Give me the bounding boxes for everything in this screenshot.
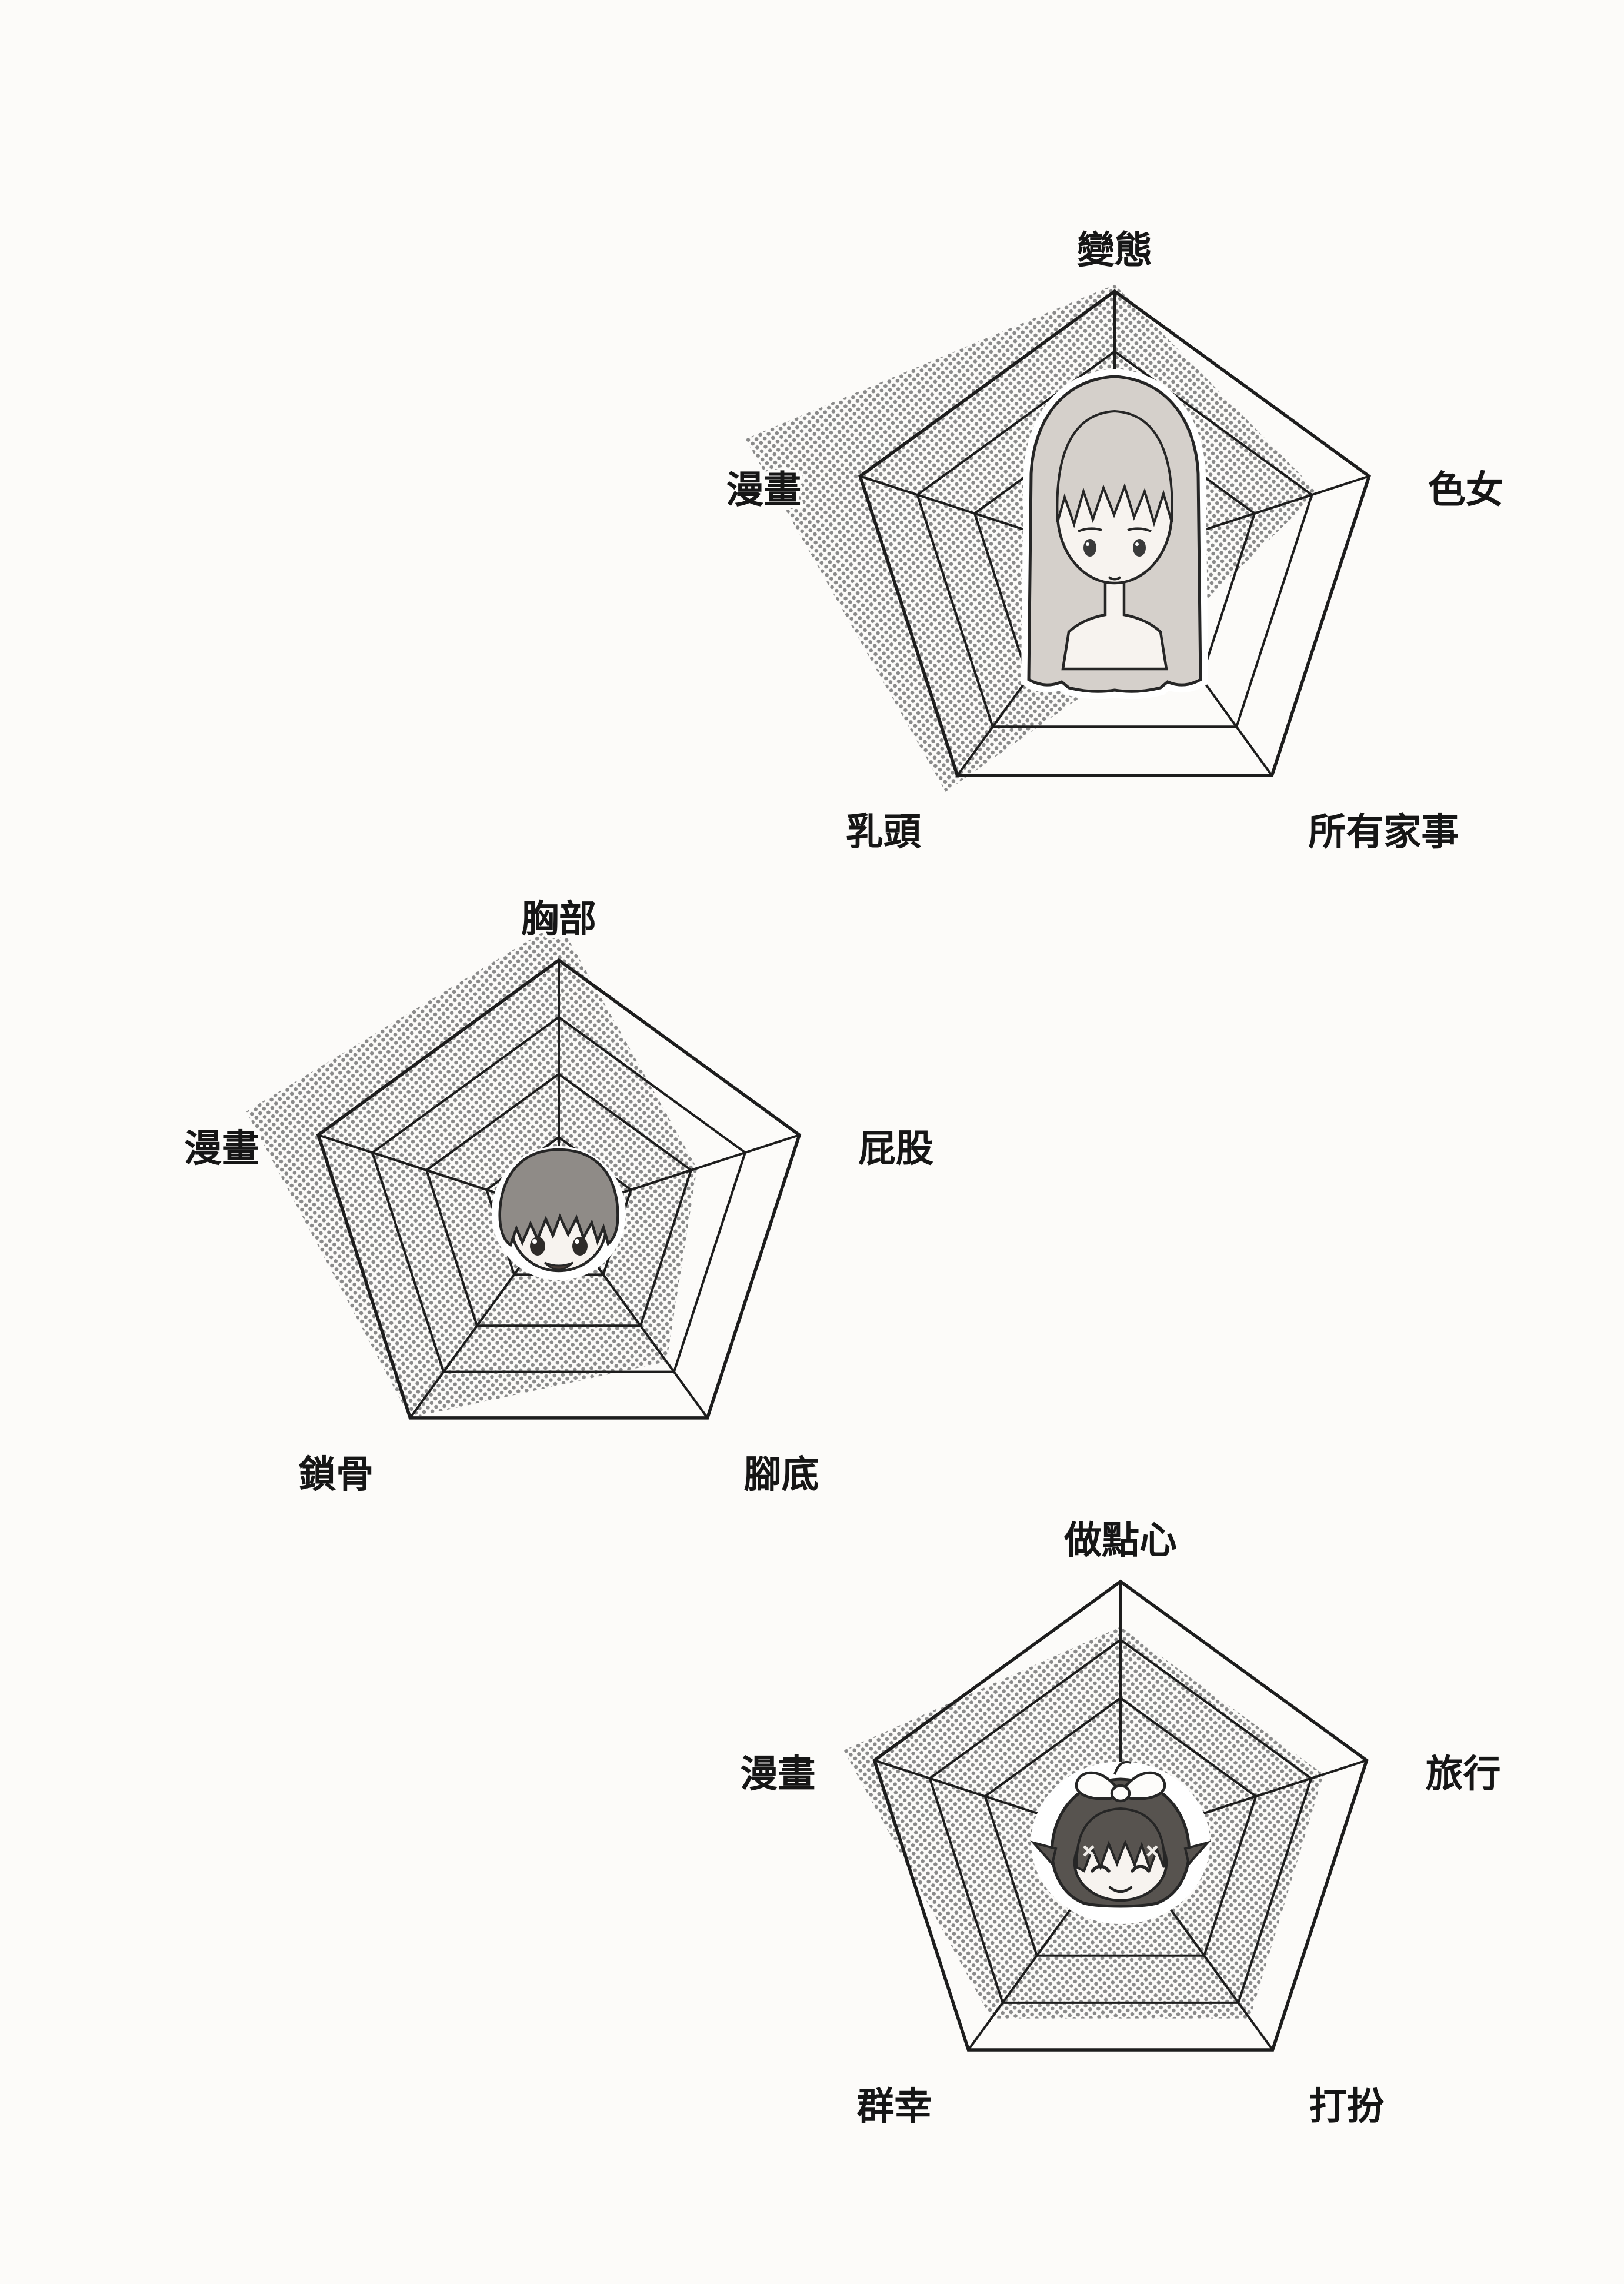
axis-label: 胸部 xyxy=(521,898,596,941)
grid-ring xyxy=(316,958,802,1420)
axis-label: 鎖骨 xyxy=(298,1453,374,1497)
character-face-long-hair-girl xyxy=(1021,368,1209,700)
eye-left xyxy=(1083,539,1096,557)
eyebrow-right xyxy=(1127,527,1152,532)
hair xyxy=(498,1148,619,1247)
eye-left-closed xyxy=(1091,1865,1111,1873)
axis-label: 腳底 xyxy=(744,1453,819,1497)
mouth xyxy=(543,1261,574,1271)
axis-label: 漫畫 xyxy=(184,1127,259,1171)
character-face-boy xyxy=(492,1146,626,1280)
eye-right xyxy=(1133,539,1146,557)
axis-label: 群幸 xyxy=(856,2085,932,2129)
hair-clip-right xyxy=(1146,1845,1158,1857)
eye-highlight-left xyxy=(1086,542,1089,546)
grid-ring xyxy=(872,1579,1369,2052)
eye-highlight-right xyxy=(1135,542,1139,546)
axis-label: 色女 xyxy=(1428,468,1503,512)
grid-ring xyxy=(983,1696,1258,1957)
neck-shoulders xyxy=(1061,579,1168,671)
eye-highlight-right xyxy=(575,1239,579,1244)
axis-label: 旅行 xyxy=(1426,1753,1501,1796)
grid-ring xyxy=(425,1073,693,1327)
eye-right xyxy=(572,1237,588,1256)
eye-right-closed xyxy=(1131,1865,1151,1873)
hair-clip-left xyxy=(1083,1845,1095,1857)
mouth xyxy=(1108,1886,1133,1893)
ribbon-bow xyxy=(1075,1771,1166,1803)
mouth xyxy=(1108,576,1122,581)
grid-ring xyxy=(916,349,1313,728)
character-face-bow-girl xyxy=(1030,1761,1211,1924)
eye-highlight-left xyxy=(532,1239,537,1244)
axis-label: 做點心 xyxy=(1063,1519,1177,1563)
axis-label: 打扮 xyxy=(1309,2085,1385,2129)
data-area xyxy=(246,922,698,1418)
axis-label: 乳頭 xyxy=(846,811,922,854)
grid-ring xyxy=(858,289,1371,777)
eye-left xyxy=(530,1237,545,1256)
axis-label: 屁股 xyxy=(858,1127,933,1171)
grid-ring xyxy=(371,1016,747,1373)
grid-ring xyxy=(928,1638,1313,2004)
hair-tuft-right xyxy=(1183,1840,1211,1867)
eyebrow-left xyxy=(1078,527,1102,532)
hair-tuft-left xyxy=(1030,1840,1058,1867)
hair-bangs xyxy=(1075,1807,1166,1873)
hair-bangs xyxy=(1056,409,1173,528)
axis-label: 變態 xyxy=(1077,229,1152,272)
axis-label: 漫畫 xyxy=(726,468,801,512)
axis-label: 漫畫 xyxy=(741,1753,816,1796)
ahoge xyxy=(1113,1761,1132,1775)
axis-label: 所有家事 xyxy=(1308,811,1459,854)
